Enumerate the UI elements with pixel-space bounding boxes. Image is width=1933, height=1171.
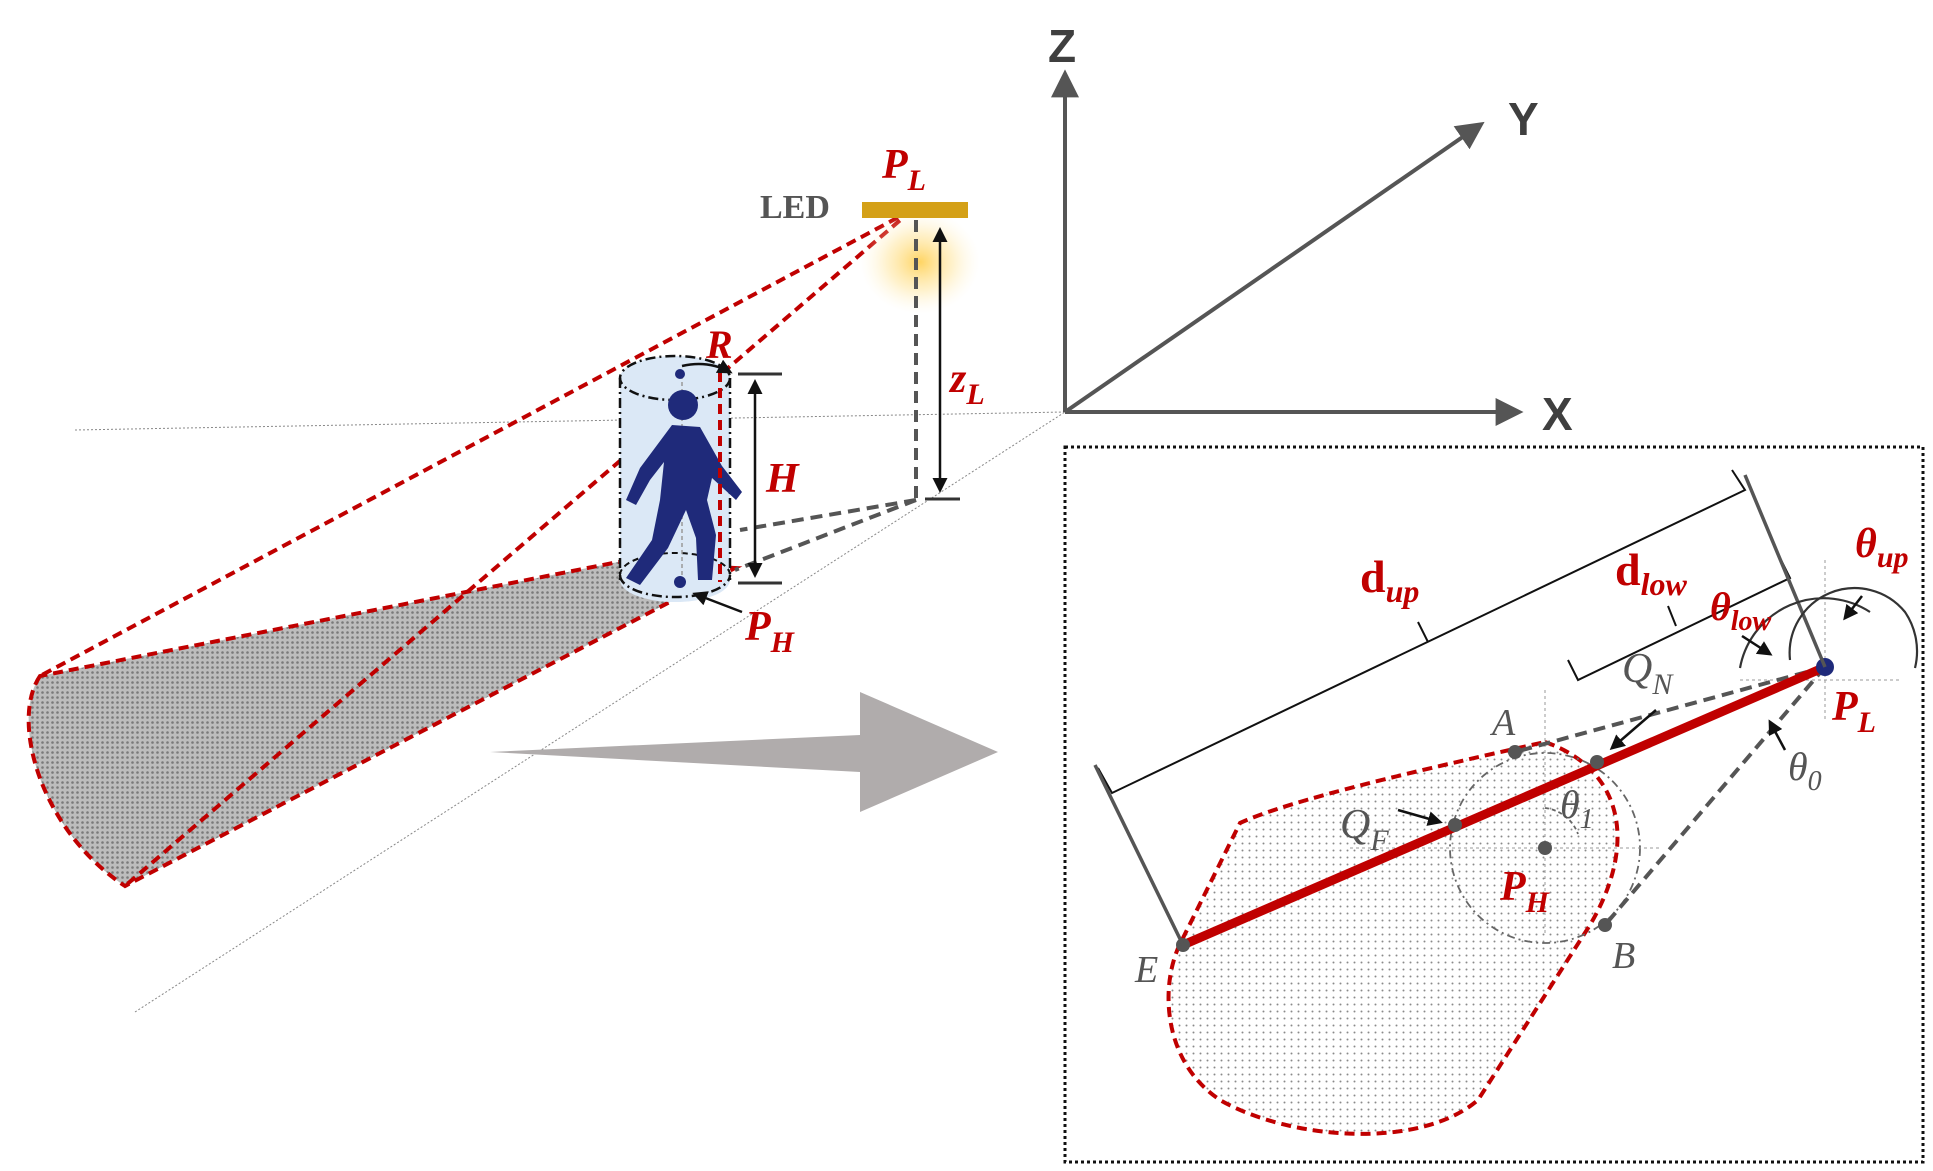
shadow-length-line [1181, 662, 1827, 950]
transition-arrow [490, 692, 998, 812]
radius-label: R [705, 322, 733, 367]
inset-ph-label: PH [1499, 864, 1551, 919]
theta-1-label: θ1 [1560, 782, 1594, 835]
theta-low-pointer [1741, 634, 1773, 656]
point-qf-dot [1448, 818, 1462, 832]
d-up-label: dup [1360, 551, 1419, 609]
led-foot-line-upper [739, 498, 917, 532]
radius-arrow [681, 359, 733, 374]
theta-0-pointer [1768, 719, 1787, 751]
floor-shadow-region [26, 560, 743, 889]
qf-pointer [1397, 808, 1443, 826]
d-up-extension-pl [1743, 474, 1827, 668]
led-point-label: PL [881, 142, 926, 197]
theta-up-pointer [1843, 595, 1863, 621]
theta-low-label: θlow [1710, 584, 1772, 637]
d-up-extension-e [1093, 764, 1185, 946]
d-up-bracket-tip [1417, 621, 1429, 643]
horizon-line [74, 411, 1066, 431]
point-b-dot [1598, 918, 1612, 932]
inset-ph-dot [1538, 841, 1552, 855]
human-point-dot [674, 576, 686, 588]
shadow-ray-lower [123, 208, 914, 888]
cylinder-top-center [675, 369, 685, 379]
d-low-bracket-tip [1667, 605, 1677, 627]
point-a-label: A [1489, 702, 1516, 744]
height-label: H [765, 456, 800, 502]
z-axis-label: Z [1048, 20, 1076, 72]
shadow-ray-upper [39, 208, 913, 678]
qn-pointer [1609, 709, 1657, 750]
human-point-label: PH [744, 604, 796, 659]
d-low-label: dlow [1615, 544, 1687, 602]
inset-pl-label: PL [1831, 684, 1876, 739]
point-e-label: E [1134, 949, 1158, 991]
theta-0-label: θ0 [1788, 744, 1822, 797]
point-a-dot [1508, 745, 1522, 759]
inset-shadow-region [1166, 739, 1620, 1136]
led-fixture [862, 202, 968, 218]
walking-person-icon [626, 390, 742, 585]
coordinate-axes [1051, 69, 1524, 426]
tangent-line-a [1514, 665, 1826, 754]
x-axis-label: X [1542, 388, 1573, 440]
theta1-arc [1544, 807, 1579, 835]
point-b-label: B [1612, 935, 1635, 977]
point-qn-dot [1590, 755, 1604, 769]
led-height-label: zL [948, 356, 985, 411]
led-foot-line-lower [734, 498, 917, 572]
perspective-line [134, 411, 1066, 1013]
y-axis-label: Y [1508, 93, 1539, 145]
led-label: LED [760, 189, 830, 226]
qf-label: QF [1340, 802, 1389, 857]
theta-up-label: θup [1855, 521, 1909, 574]
ph-pointer-arrow [692, 591, 743, 614]
theta-up-arc [1788, 587, 1919, 669]
led-glow [860, 210, 980, 314]
theta-low-arc [1738, 597, 1871, 669]
qn-label: QN [1622, 646, 1674, 701]
